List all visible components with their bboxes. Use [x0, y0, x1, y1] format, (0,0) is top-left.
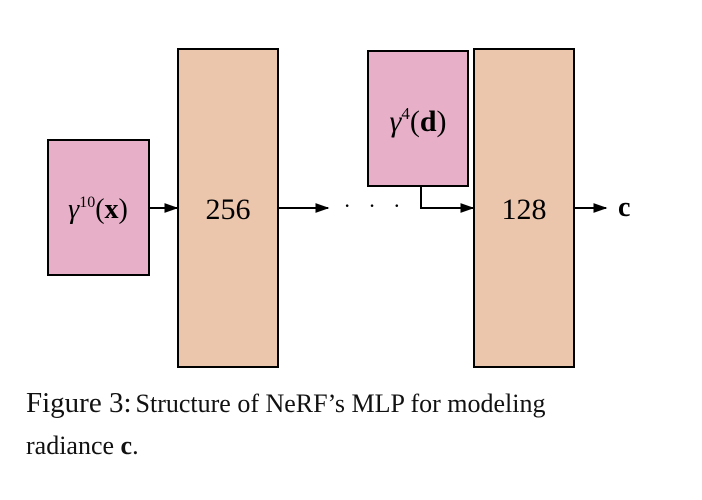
caption-text-line2: radiance	[26, 431, 121, 460]
caption-period: .	[132, 431, 139, 460]
layer-256-box	[177, 48, 279, 368]
layer-128-label: 128	[502, 193, 547, 226]
caption-text-line1: Structure of NeRF’s MLP for modeling	[135, 389, 546, 418]
input-x-label: γ10(x)	[68, 194, 128, 225]
arrow-d-to-layer	[420, 186, 475, 213]
caption-label: Figure 3:	[26, 387, 132, 419]
caption-bold-c: c	[120, 431, 133, 460]
layer-128-box	[473, 48, 575, 368]
figure-caption: Figure 3: Structure of NeRF’s MLP for mo…	[26, 384, 686, 469]
input-d-label: γ4(d)	[389, 104, 446, 138]
output-label: c	[618, 192, 630, 223]
input-d-box	[367, 50, 469, 187]
input-x-box	[47, 139, 150, 276]
ellipsis: · · ·	[344, 193, 407, 218]
layer-256-label: 256	[206, 193, 251, 226]
nerf-mlp-diagram: γ10(x) 256 · · · γ4(d) 128 c	[47, 48, 630, 368]
